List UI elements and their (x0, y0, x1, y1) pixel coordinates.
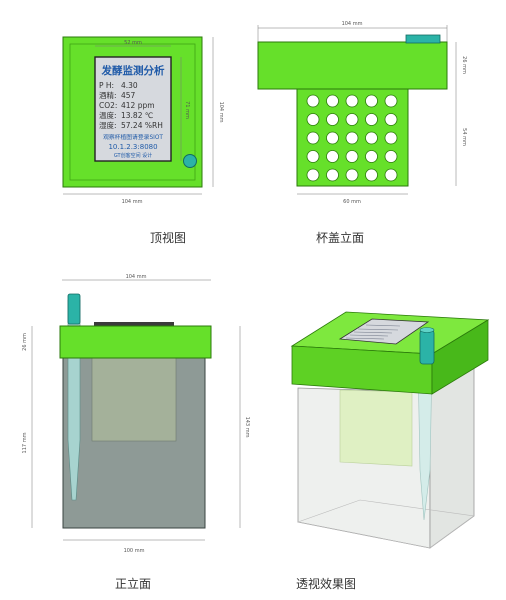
lcd-co2-label: CO2: (99, 101, 117, 110)
persp-teal-knob (419, 329, 435, 365)
vent-hole (306, 113, 320, 126)
vent-hole (365, 150, 378, 163)
dim-screen-width: 52 mm (124, 40, 142, 46)
vent-hole (365, 113, 378, 126)
persp-container-bottom (296, 499, 475, 549)
caption-perspective: 透视效果图 (296, 576, 356, 591)
vent-hole (345, 113, 359, 126)
vent-hole (326, 113, 339, 126)
persp-lid-side (431, 319, 489, 395)
vent-hole (326, 150, 339, 163)
dim-overall-width: 104 mm (122, 199, 143, 205)
vent-hole (306, 168, 320, 182)
front-screen-edge (94, 322, 174, 327)
dim-front-lid: 26 mm (22, 333, 28, 351)
vent-hole (384, 131, 398, 145)
vent-hole (384, 113, 398, 126)
lcd-humid-value: 57.24 %RH (121, 121, 163, 130)
vent-hole (306, 94, 320, 108)
top-view: 发酵监测分析 P H: 4.30 酒精: 457 CO2: 412 ppm 温度… (62, 36, 224, 245)
dim-front-body: 117 mm (22, 432, 28, 453)
vent-hole (306, 131, 320, 145)
persp-circuit-board (339, 389, 413, 467)
vent-hole (326, 94, 339, 108)
vent-hole (345, 131, 359, 145)
front-elevation-view: 104 mm 26 mm 117 mm 143 mm 100 mm 正立面 (22, 274, 250, 591)
lid-elevation-lid (257, 41, 448, 90)
persp-lid-front (291, 345, 433, 395)
lcd-alcohol-value: 457 (121, 91, 136, 100)
vent-hole (326, 131, 339, 145)
vent-hole (384, 150, 398, 163)
lcd-screen (94, 56, 172, 162)
dim-grid-height: 54 mm (461, 128, 467, 146)
dim-lid-top: 104 mm (342, 21, 363, 27)
lcd-co2-value: 412 ppm (121, 101, 155, 110)
front-circuit-board (91, 357, 177, 442)
lcd-temp-value: 13.82 ℃ (121, 111, 153, 120)
vent-hole (326, 168, 339, 182)
front-lid (59, 325, 212, 359)
vent-hole (365, 131, 378, 145)
lcd-link-line: 观察杯植图请登录SIOT (103, 133, 163, 141)
vent-hole (345, 150, 359, 163)
caption-top-view: 顶视图 (150, 230, 186, 245)
lid-elevation-view: 104 mm 26 mm 54 mm 60 mm 杯盖立面 (257, 21, 467, 245)
front-probe-cap (67, 293, 81, 325)
dim-grid-width: 60 mm (343, 199, 361, 205)
teal-knob-icon (183, 154, 197, 168)
vent-hole (384, 94, 398, 108)
top-view-lid-inner-edge (69, 43, 196, 181)
vent-hole (365, 168, 378, 182)
dim-screen-height: 71 mm (184, 101, 190, 119)
lcd-humid-label: 湿度: (99, 120, 117, 130)
vent-hole-grid (306, 94, 398, 182)
dim-front-top: 104 mm (126, 274, 147, 280)
lcd-ph-label: P H: (99, 81, 114, 90)
vent-hole (365, 94, 378, 108)
persp-lcd-screen (338, 318, 430, 345)
lid-elevation-knob (405, 34, 441, 44)
lcd-temp-label: 温度: (99, 110, 117, 120)
vent-hole (345, 94, 359, 108)
dim-front-bottom: 100 mm (124, 548, 145, 554)
lcd-ph-value: 4.30 (121, 81, 138, 90)
vent-hole (306, 150, 320, 163)
vent-hole (345, 168, 359, 182)
caption-lid-elevation: 杯盖立面 (316, 230, 364, 245)
lcd-ip-line: 10.1.2.3:8080 (108, 143, 157, 151)
caption-front-elevation: 正立面 (115, 576, 151, 591)
dim-front-total: 143 mm (244, 417, 250, 438)
dim-overall-height: 104 mm (218, 102, 224, 123)
dim-lid-height: 26 mm (461, 56, 467, 74)
vent-hole (384, 168, 398, 182)
perspective-view: 透视效果图 (290, 311, 490, 591)
lcd-alcohol-label: 酒精: (99, 90, 117, 100)
persp-lcd-text-lines (345, 324, 401, 340)
lcd-title: 发酵监测分析 (101, 64, 165, 77)
lcd-footer: GT创客空间 设计 (114, 152, 152, 159)
